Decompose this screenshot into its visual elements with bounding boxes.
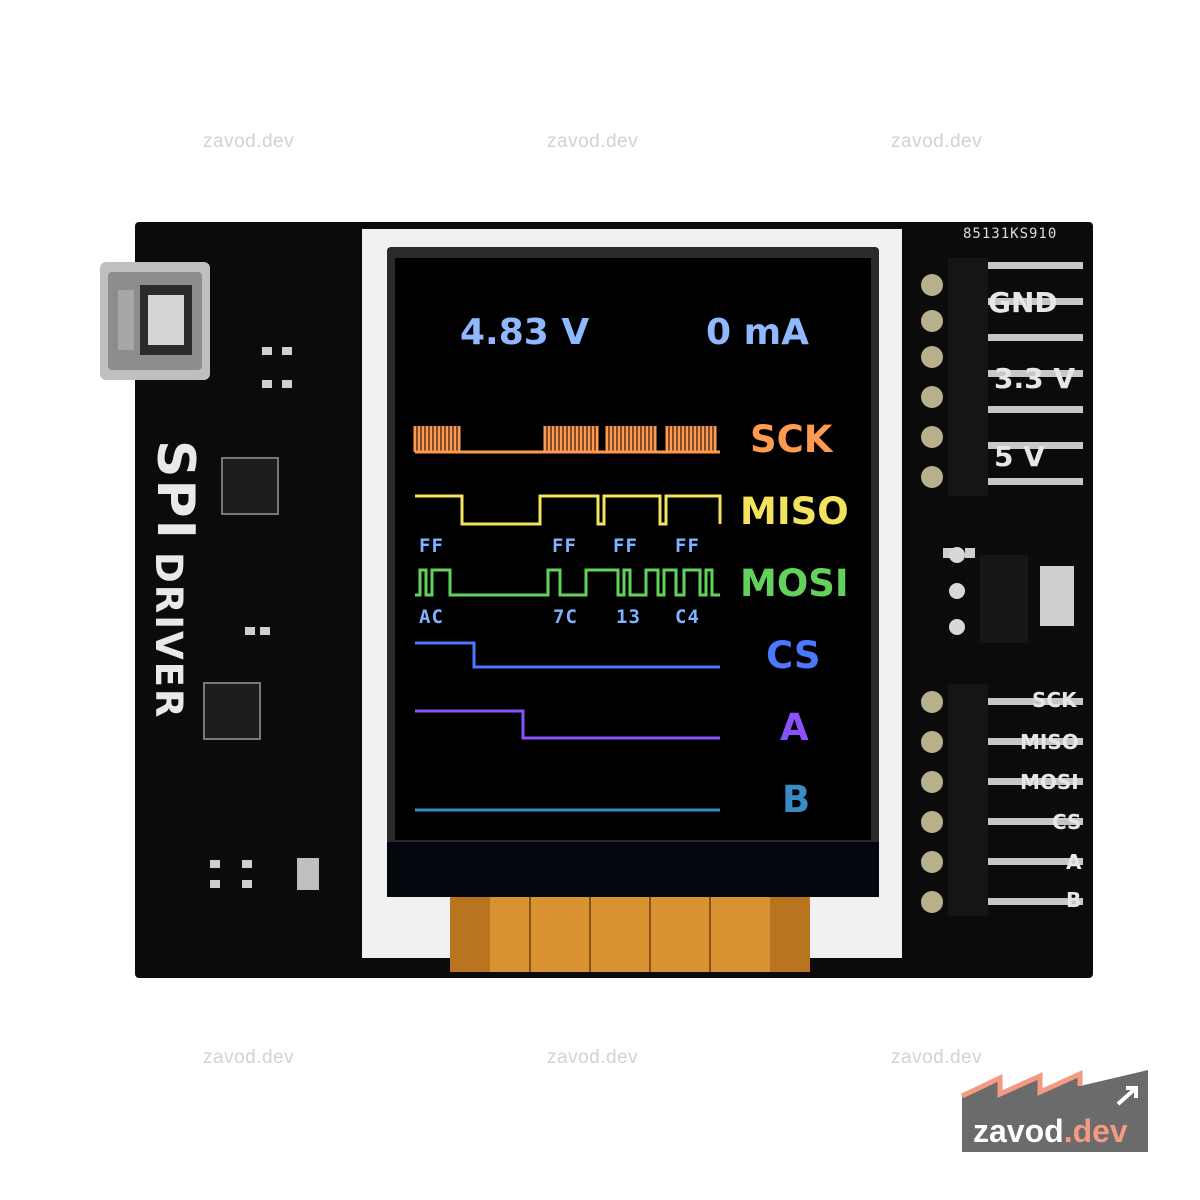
watermark: zavod.dev: [203, 1047, 295, 1068]
mosi-byte: AC: [419, 606, 444, 628]
ic-chip-icon: [203, 457, 279, 740]
pin-label-miso: MISO: [1020, 730, 1079, 754]
signal-label-sck: SCK: [750, 418, 833, 461]
miso-byte: FF: [419, 535, 444, 557]
mosi-byte: 13: [616, 606, 641, 628]
pin-label-mosi: MOSI: [1020, 770, 1079, 794]
watermark: zavod.dev: [891, 1047, 983, 1068]
mosi-trace: [415, 568, 720, 597]
miso-trace: [415, 494, 722, 526]
pin-label-5v: 5 V: [994, 440, 1045, 473]
power-header-icon: [921, 258, 1083, 496]
logo-text: zavod.dev: [973, 1113, 1128, 1150]
watermark: zavod.dev: [547, 131, 639, 152]
cs-trace: [415, 641, 720, 669]
zavod-logo-icon: [960, 1070, 1148, 1152]
signal-label-mosi: MOSI: [740, 562, 849, 605]
pin-label-a: A: [1066, 850, 1082, 874]
pin-label-b: B: [1066, 888, 1082, 912]
signal-label-miso: MISO: [740, 490, 849, 533]
signal-header-icon: [921, 684, 1083, 916]
signal-label-cs: CS: [766, 634, 821, 677]
mosi-byte: C4: [675, 606, 700, 628]
current-reading: 0 mA: [706, 312, 809, 353]
pin-label-gnd: GND: [988, 286, 1058, 319]
watermark: zavod.dev: [891, 131, 983, 152]
watermark: zavod.dev: [203, 131, 295, 152]
flex-cable-icon: [450, 897, 810, 972]
mosi-byte: 7C: [553, 606, 578, 628]
watermark: zavod.dev: [547, 1047, 639, 1068]
miso-byte: FF: [675, 535, 700, 557]
logo-brand: zavod: [973, 1113, 1064, 1149]
part-code: 85131KS910: [963, 226, 1058, 242]
pin-label-sck: SCK: [1032, 688, 1077, 712]
voltage-reading: 4.83 V: [460, 312, 590, 353]
voltage-regulator-icon: [949, 547, 1074, 643]
logo-suffix: .dev: [1063, 1113, 1128, 1149]
a-trace: [415, 709, 720, 740]
lcd-bottom-bezel: [387, 842, 879, 897]
lcd-display: [395, 258, 871, 840]
pin-label-cs: CS: [1052, 810, 1082, 834]
usb-connector-icon: [100, 262, 210, 380]
sck-trace: [413, 426, 720, 454]
smd-components-icon: [210, 347, 975, 890]
signal-label-b: B: [782, 778, 811, 821]
miso-byte: FF: [552, 535, 577, 557]
signal-label-a: A: [780, 706, 809, 749]
pin-label-3v3: 3.3 V: [994, 362, 1076, 395]
miso-byte: FF: [613, 535, 638, 557]
